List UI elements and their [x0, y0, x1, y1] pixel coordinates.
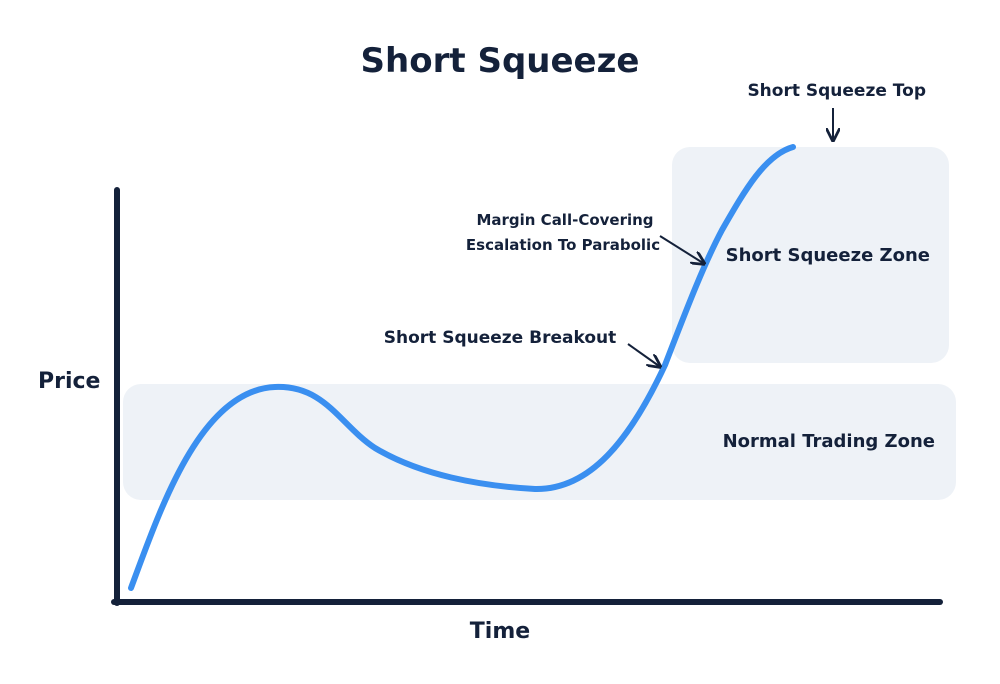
- x-axis-label: Time: [470, 619, 530, 644]
- normal-trading-zone-label: Normal Trading Zone: [723, 431, 935, 452]
- normal-trading-zone: [123, 384, 956, 500]
- short-squeeze-top-label: Short Squeeze Top: [747, 81, 926, 101]
- margin-call-label-line1: Margin Call-Covering: [476, 211, 653, 229]
- price-curve: [128, 144, 796, 591]
- y-axis-label: Price: [38, 369, 100, 394]
- short-squeeze-breakout-label: Short Squeeze Breakout: [384, 328, 616, 348]
- margin-call-arrow: [659, 235, 703, 263]
- breakout-arrow: [627, 343, 659, 366]
- chart-title: Short Squeeze: [361, 41, 640, 81]
- short-squeeze-zone-label: Short Squeeze Zone: [726, 245, 930, 266]
- margin-call-label-line2: Escalation To Parabolic: [466, 236, 660, 254]
